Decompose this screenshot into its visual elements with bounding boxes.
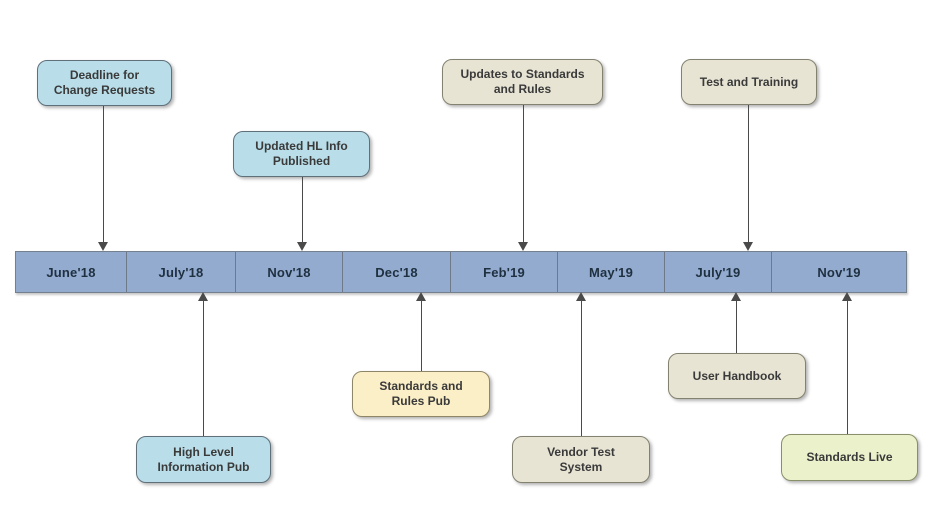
timeline-month-label: July'19: [695, 264, 741, 280]
event-box-high-level-information-pub: High Level Information Pub: [136, 436, 271, 483]
arrow-line: [581, 300, 582, 436]
event-box-updated-hl-info-published: Updated HL Info Published: [233, 131, 370, 177]
connector-arrow-user-handbook: [731, 292, 742, 353]
arrow-line: [736, 300, 737, 353]
timeline-cell-june-18: June'18: [16, 252, 127, 292]
connector-arrow-updates-to-standards-and-rules: [518, 105, 529, 251]
arrowhead-up-icon: [731, 292, 741, 301]
timeline-cell-july-18: July'18: [127, 252, 236, 292]
event-box-vendor-test-system: Vendor Test System: [512, 436, 650, 483]
arrow-line: [421, 300, 422, 371]
timeline-cell-may-19: May'19: [558, 252, 665, 292]
arrow-line: [847, 300, 848, 434]
event-label: High Level Information Pub: [157, 444, 250, 474]
event-box-standards-and-rules-pub: Standards and Rules Pub: [352, 371, 490, 417]
timeline-month-label: May'19: [588, 264, 634, 280]
arrowhead-down-icon: [743, 242, 753, 251]
connector-arrow-standards-live: [842, 292, 853, 434]
timeline-cell-nov-19: Nov'19: [772, 252, 906, 292]
arrowhead-up-icon: [576, 292, 586, 301]
event-label: Test and Training: [699, 74, 799, 89]
arrowhead-down-icon: [297, 242, 307, 251]
event-label: Standards Live: [806, 450, 893, 464]
event-label: User Handbook: [692, 368, 782, 383]
event-box-standards-live: Standards Live: [781, 434, 918, 481]
event-label: Updated HL Info Published: [255, 139, 348, 168]
timeline-cell-feb-19: Feb'19: [451, 252, 558, 292]
arrowhead-up-icon: [416, 292, 426, 301]
connector-arrow-deadline-change-requests: [98, 106, 109, 251]
arrowhead-down-icon: [518, 242, 528, 251]
timeline-month-label: June'18: [46, 264, 96, 280]
connector-arrow-updated-hl-info-published: [297, 177, 308, 251]
event-box-deadline-change-requests: Deadline for Change Requests: [37, 60, 172, 106]
connector-arrow-test-and-training: [743, 105, 754, 251]
timeline-month-label: Nov'19: [817, 264, 861, 280]
event-label: Standards and Rules Pub: [379, 379, 463, 408]
arrowhead-down-icon: [98, 242, 108, 251]
timeline-month-label: Dec'18: [375, 264, 418, 280]
timeline-month-label: Feb'19: [483, 264, 525, 280]
timeline-bar: June'18 July'18 Nov'18 Dec'18 Feb'19 May…: [15, 251, 907, 293]
connector-arrow-high-level-information-pub: [198, 292, 209, 436]
arrow-line: [302, 177, 303, 243]
timeline-month-label: Nov'18: [267, 264, 311, 280]
event-label: Deadline for Change Requests: [53, 68, 156, 97]
arrow-line: [203, 300, 204, 436]
event-label: Updates to Standards and Rules: [460, 67, 585, 96]
timeline-cell-nov-18: Nov'18: [236, 252, 343, 292]
arrowhead-up-icon: [198, 292, 208, 301]
event-box-updates-to-standards-and-rules: Updates to Standards and Rules: [442, 59, 603, 105]
connector-arrow-standards-and-rules-pub: [416, 292, 427, 371]
event-box-test-and-training: Test and Training: [681, 59, 817, 105]
event-label: Vendor Test System: [547, 444, 615, 474]
event-box-user-handbook: User Handbook: [668, 353, 806, 399]
arrowhead-up-icon: [842, 292, 852, 301]
arrow-line: [103, 106, 104, 243]
arrow-line: [523, 105, 524, 243]
timeline-cell-july-19: July'19: [665, 252, 772, 292]
timeline-month-label: July'18: [158, 264, 204, 280]
arrow-line: [748, 105, 749, 243]
connector-arrow-vendor-test-system: [576, 292, 587, 436]
timeline-cell-dec-18: Dec'18: [343, 252, 451, 292]
